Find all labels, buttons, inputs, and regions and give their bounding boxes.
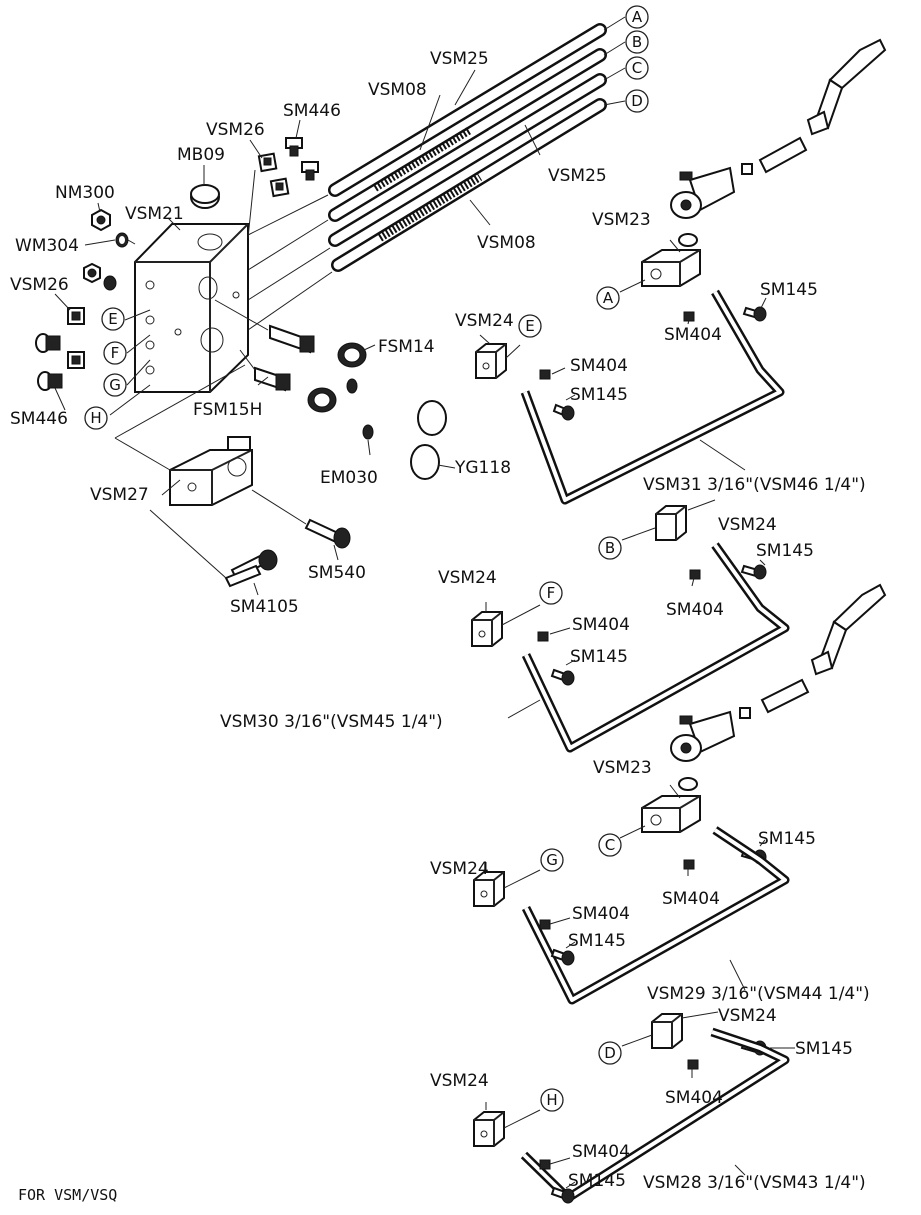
circle-label-h-right: H xyxy=(546,1091,557,1109)
vsm24-block-h xyxy=(473,1111,575,1204)
label-em030: EM030 xyxy=(320,468,378,488)
label-sm145-b: SM145 xyxy=(756,541,814,561)
label-sm404-c: SM404 xyxy=(662,889,720,909)
label-vsm24-h: VSM24 xyxy=(430,1071,489,1091)
rods-group xyxy=(247,16,626,331)
label-vsm24-f: VSM24 xyxy=(438,568,497,588)
vsm24-block-g xyxy=(473,871,575,966)
vsm24-block-f xyxy=(471,611,575,686)
circle-label-e-left: E xyxy=(108,310,117,328)
label-sm145-g: SM145 xyxy=(568,931,626,951)
linkage-top xyxy=(670,38,887,247)
label-vsm31: VSM31 3/16"(VSM46 1/4") xyxy=(643,475,866,495)
mb09-plug xyxy=(190,184,220,209)
circle-label-d-right: D xyxy=(604,1044,616,1062)
label-fsm15h: FSM15H xyxy=(193,400,262,420)
part-labels: VSM25 VSM08 VSM25 VSM08 SM446 VSM26 MB09… xyxy=(10,49,870,1204)
label-sm446-top: SM446 xyxy=(283,101,341,121)
circle-label-b-right: B xyxy=(605,539,615,557)
leader-lines xyxy=(54,69,795,1189)
circle-label-g-right: G xyxy=(546,851,558,869)
label-vsm24-d: VSM24 xyxy=(718,1006,777,1026)
label-vsm24-b: VSM24 xyxy=(718,515,777,535)
upper-fittings xyxy=(247,137,319,239)
label-vsm29: VSM29 3/16"(VSM44 1/4") xyxy=(647,984,870,1004)
label-vsm08-top: VSM08 xyxy=(368,80,427,100)
label-sm4105: SM4105 xyxy=(230,597,299,617)
label-vsm25-top: VSM25 xyxy=(430,49,489,69)
rod-b xyxy=(328,48,607,222)
label-sm145-a: SM145 xyxy=(760,280,818,300)
label-sm446-left: SM446 xyxy=(10,409,68,429)
label-sm145-c: SM145 xyxy=(758,829,816,849)
label-vsm24-e: VSM24 xyxy=(455,311,514,331)
circle-labels: A B C D E F G H A E B F C G D H xyxy=(84,5,649,1112)
label-vsm27: VSM27 xyxy=(90,485,149,505)
label-sm404-g: SM404 xyxy=(572,904,630,924)
label-vsm23-a: VSM23 xyxy=(592,210,651,230)
bar-vsm31 xyxy=(520,289,785,505)
screws-lower-left xyxy=(149,489,351,588)
label-vsm08-mid: VSM08 xyxy=(477,233,536,253)
label-fsm14: FSM14 xyxy=(378,337,435,357)
bar-vsm30 xyxy=(521,542,790,753)
fitting-parts xyxy=(214,299,447,480)
label-vsm23-c: VSM23 xyxy=(593,758,652,778)
vsm23-block-c xyxy=(641,795,767,870)
rod-a xyxy=(328,23,607,197)
label-wm304: WM304 xyxy=(15,236,79,256)
linkage-middle xyxy=(670,583,887,791)
circle-label-a-right: A xyxy=(603,289,614,307)
left-fittings xyxy=(35,208,136,391)
bar-vsm29 xyxy=(521,826,790,1005)
label-sm404-d: SM404 xyxy=(665,1088,723,1108)
screws-a-e xyxy=(539,306,767,421)
label-vsm21: VSM21 xyxy=(125,204,184,224)
circle-label-c-right: C xyxy=(605,836,615,854)
circle-label-h-left: H xyxy=(90,409,101,427)
label-sm404-e: SM404 xyxy=(570,356,628,376)
footer-note: FOR VSM/VSQ xyxy=(18,1186,117,1204)
label-vsm25-mid: VSM25 xyxy=(548,166,607,186)
label-vsm26-top: VSM26 xyxy=(206,120,265,140)
circle-label-g-left: G xyxy=(109,376,121,394)
label-sm404-h: SM404 xyxy=(572,1142,630,1162)
circle-label-e-right: E xyxy=(525,317,534,335)
circle-label-b: B xyxy=(632,33,642,51)
label-vsm28: VSM28 3/16"(VSM43 1/4") xyxy=(643,1173,866,1193)
label-mb09: MB09 xyxy=(177,145,225,165)
label-sm145-f: SM145 xyxy=(570,647,628,667)
manifold-block xyxy=(134,223,249,393)
label-sm404-b: SM404 xyxy=(666,600,724,620)
circle-label-f-left: F xyxy=(111,344,120,362)
vsm24-block-e xyxy=(475,343,507,379)
label-nm300: NM300 xyxy=(55,183,115,203)
label-vsm30: VSM30 3/16"(VSM45 1/4") xyxy=(220,712,443,732)
bar-vsm28 xyxy=(520,1027,790,1203)
label-sm404-f: SM404 xyxy=(572,615,630,635)
vsm27-bracket xyxy=(114,364,253,506)
label-vsm24-g: VSM24 xyxy=(430,859,489,879)
label-sm540: SM540 xyxy=(308,563,366,583)
label-sm404-a: SM404 xyxy=(664,325,722,345)
circle-label-d: D xyxy=(631,92,643,110)
label-sm145-d: SM145 xyxy=(795,1039,853,1059)
rod-c xyxy=(328,73,607,247)
vsm23-block-a xyxy=(641,249,701,287)
label-vsm26-left: VSM26 xyxy=(10,275,69,295)
rod-d xyxy=(331,98,607,272)
vsm24-block-b xyxy=(655,505,767,580)
label-sm145-e: SM145 xyxy=(570,385,628,405)
label-yg118: YG118 xyxy=(454,458,511,478)
label-sm145-h: SM145 xyxy=(568,1171,626,1191)
circle-label-c: C xyxy=(632,59,642,77)
circle-label-f-right: F xyxy=(547,584,556,602)
circle-label-a: A xyxy=(632,8,643,26)
